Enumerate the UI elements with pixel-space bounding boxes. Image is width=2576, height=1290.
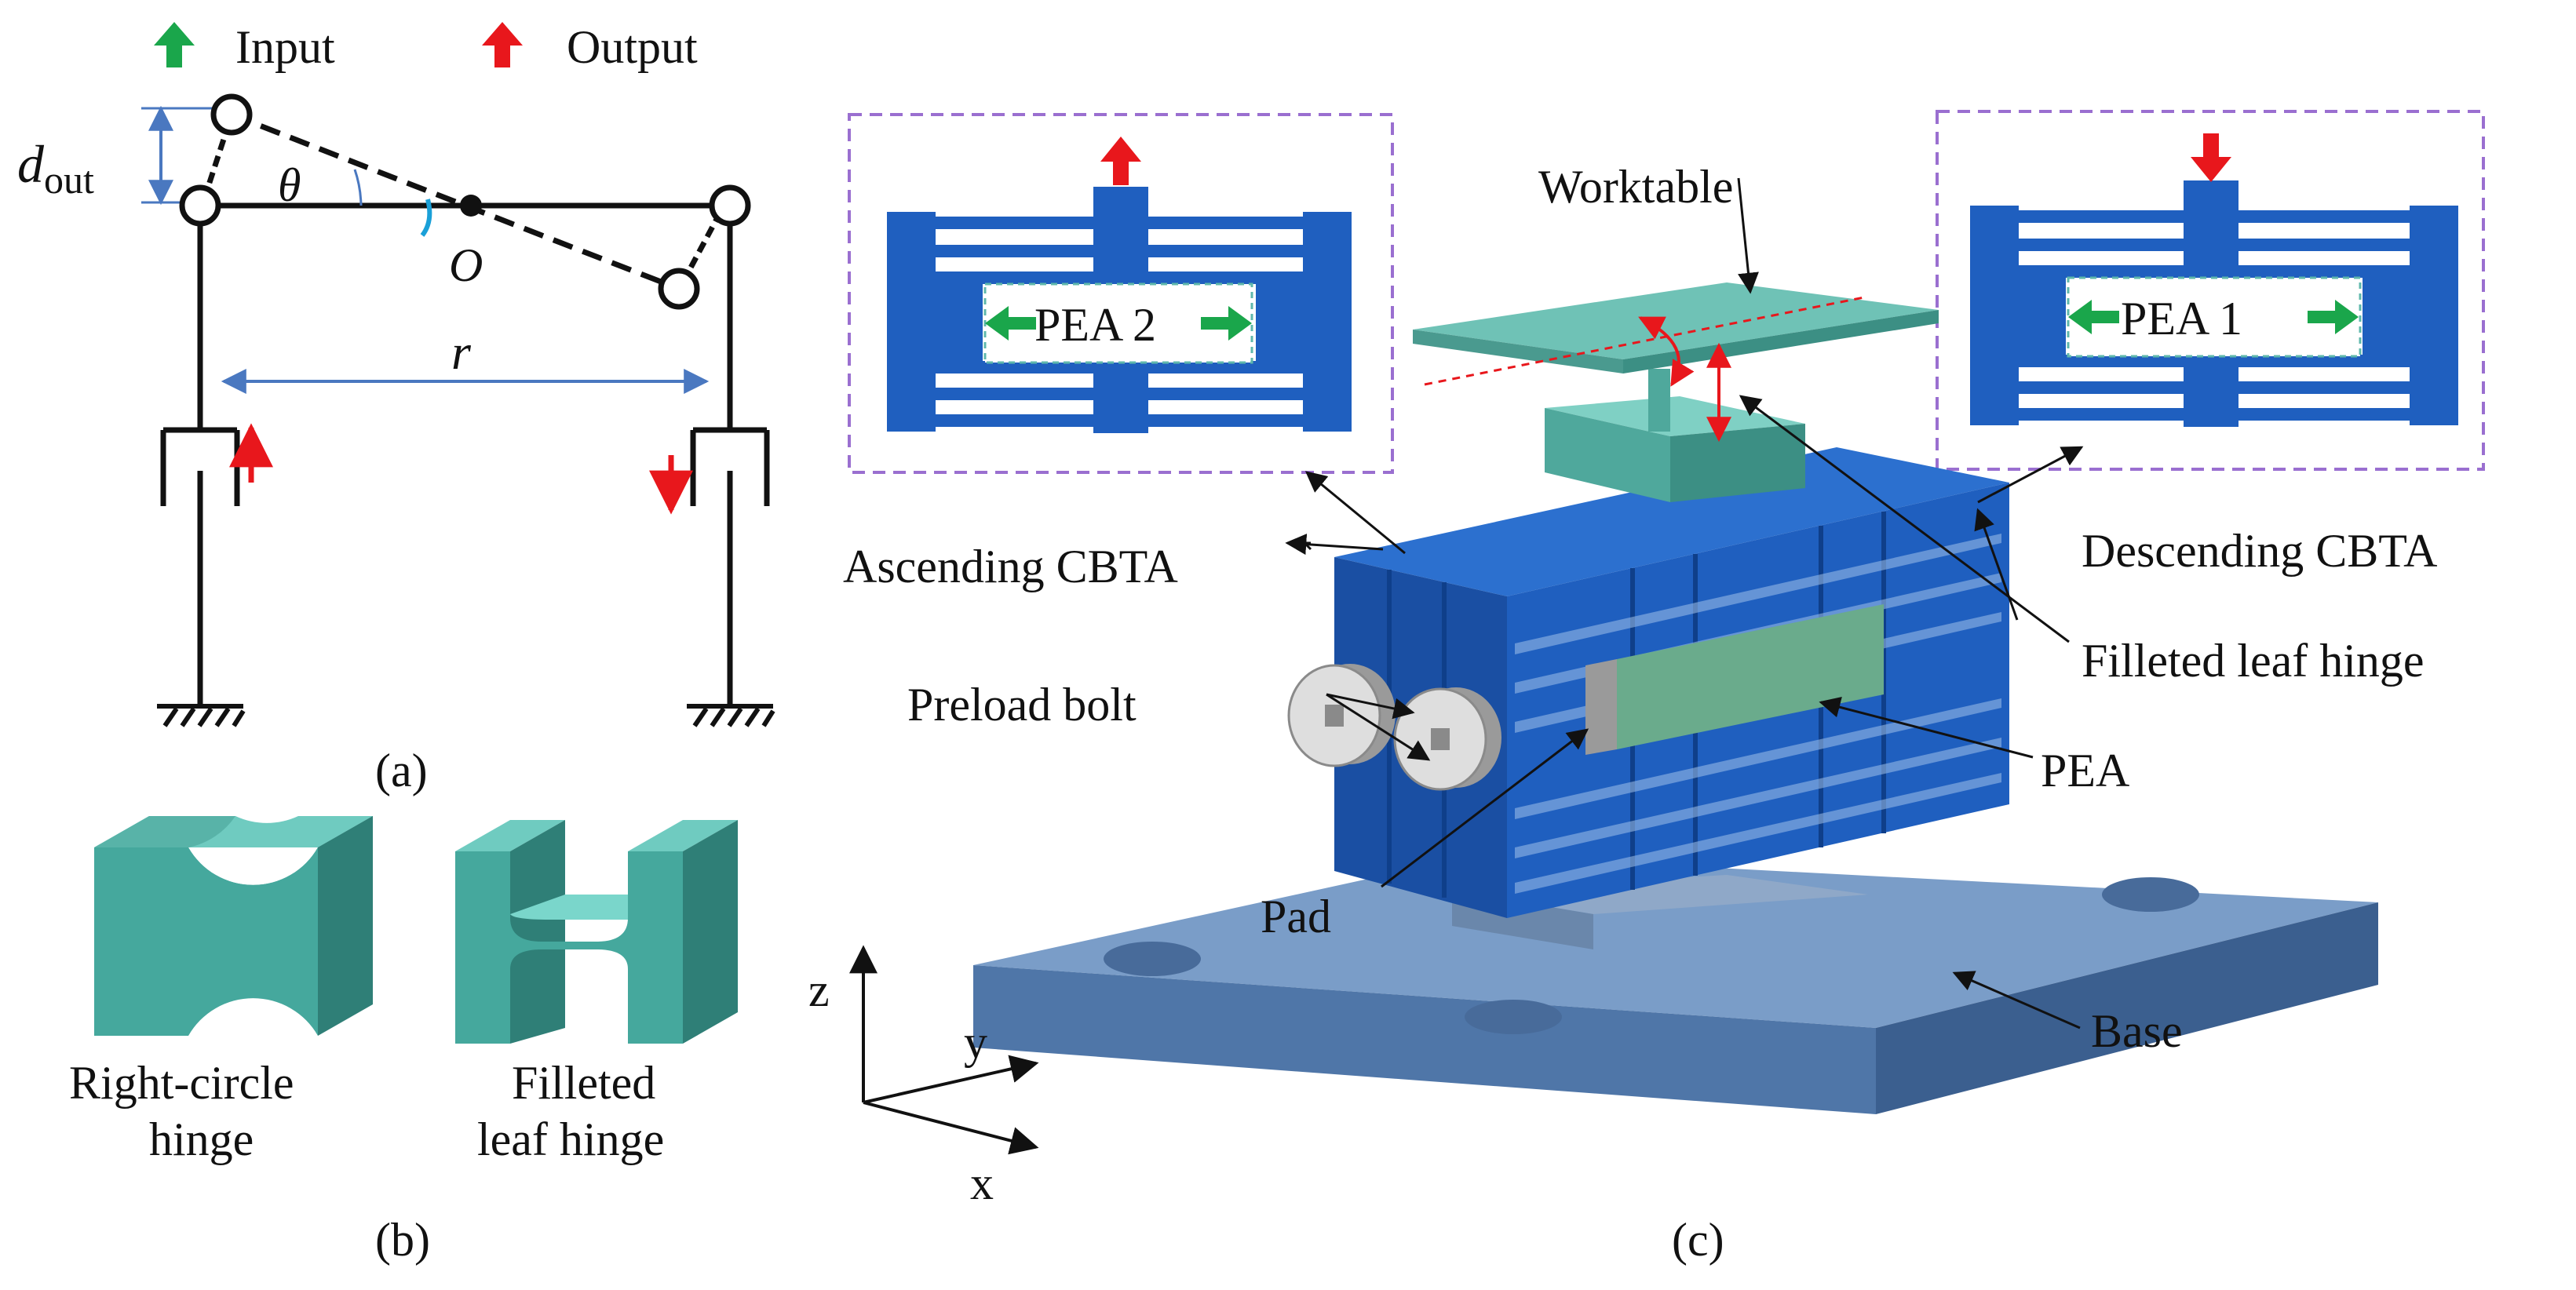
inset-left-output-arrow-icon bbox=[1100, 137, 1141, 185]
pea-label: PEA bbox=[2041, 745, 2129, 796]
caption-a: (a) bbox=[375, 745, 428, 796]
actuator-right bbox=[690, 427, 770, 706]
legend-input-label: Input bbox=[235, 21, 335, 73]
inset-left-pea-label: PEA 2 bbox=[1034, 299, 1156, 351]
base-label: Base bbox=[2091, 1005, 2183, 1057]
legend-output-label: Output bbox=[567, 21, 698, 73]
panel-b-hinges: Right-circle hinge Filleted leaf hinge (… bbox=[69, 816, 738, 1266]
leader-lines bbox=[1285, 177, 2084, 1029]
preload-bolt-label: Preload bolt bbox=[907, 679, 1137, 731]
pad-label: Pad bbox=[1261, 891, 1331, 942]
coordinate-axes-icon bbox=[849, 945, 1039, 1155]
filleted-leaf-hinge-label: Filleted leaf hinge bbox=[2082, 635, 2425, 687]
theta-label: θ bbox=[278, 159, 301, 211]
lever-dashed bbox=[230, 111, 680, 292]
pivot-label: O bbox=[449, 239, 483, 291]
inset-left-pea-arrows-icon bbox=[985, 306, 1252, 341]
legend-output-arrow-icon bbox=[482, 22, 523, 67]
joint-right bbox=[709, 184, 751, 227]
panel-c-stage: PEA 2 PEA 1 bbox=[808, 110, 2485, 1266]
ground-left-icon bbox=[157, 704, 246, 727]
pivot-point bbox=[460, 195, 482, 217]
inset-right-output-arrow-icon bbox=[2191, 133, 2231, 182]
ground-right-icon bbox=[687, 704, 775, 727]
actuator-left bbox=[160, 427, 240, 706]
joint-bottom-right bbox=[658, 268, 700, 310]
worktable-assembly bbox=[1413, 282, 1939, 502]
inset-right-cbta-diagram bbox=[1970, 180, 2458, 427]
preload-bolt-1-icon bbox=[1287, 664, 1396, 767]
right-circle-hinge-icon bbox=[94, 816, 373, 1036]
inset-right-frame bbox=[1936, 110, 2485, 471]
hinge2-label-line2: leaf hinge bbox=[477, 1113, 664, 1165]
joint-left bbox=[179, 184, 221, 227]
ascending-cbta-label: Ascending CBTA bbox=[843, 541, 1178, 592]
cbta-stage-body bbox=[1334, 447, 2009, 918]
link-right-dashed bbox=[681, 210, 724, 281]
joint-top-left bbox=[210, 93, 253, 136]
base-plate bbox=[973, 855, 2378, 1114]
filleted-leaf-hinge-icon bbox=[455, 820, 738, 1044]
link-left-dashed bbox=[201, 121, 232, 201]
axis-y-label: y bbox=[964, 1016, 987, 1068]
rotation-arc-icon bbox=[420, 199, 432, 237]
hinge1-label-line2: hinge bbox=[149, 1113, 254, 1165]
axis-x-label: x bbox=[970, 1157, 994, 1209]
caption-b: (b) bbox=[375, 1214, 430, 1266]
preload-bolt-2-icon bbox=[1393, 687, 1501, 791]
hinge1-label-line1: Right-circle bbox=[69, 1057, 294, 1109]
inset-left-frame bbox=[848, 113, 1394, 474]
worktable-label: Worktable bbox=[1538, 161, 1733, 213]
r-label: r bbox=[451, 324, 472, 380]
axis-z-label: z bbox=[808, 964, 830, 1016]
descending-cbta-label: Descending CBTA bbox=[2082, 525, 2437, 577]
hinge2-label-line1: Filleted bbox=[512, 1057, 655, 1109]
caption-c: (c) bbox=[1672, 1214, 1724, 1266]
inset-right-pea-label: PEA 1 bbox=[2121, 293, 2242, 344]
legend-input-arrow-icon bbox=[154, 22, 195, 67]
panel-a-mechanism: Input Output dout θ O r bbox=[17, 21, 775, 796]
theta-arc bbox=[353, 169, 363, 206]
d-out-label: dout bbox=[17, 134, 94, 202]
inset-right-pea-arrows-icon bbox=[2068, 300, 2359, 334]
